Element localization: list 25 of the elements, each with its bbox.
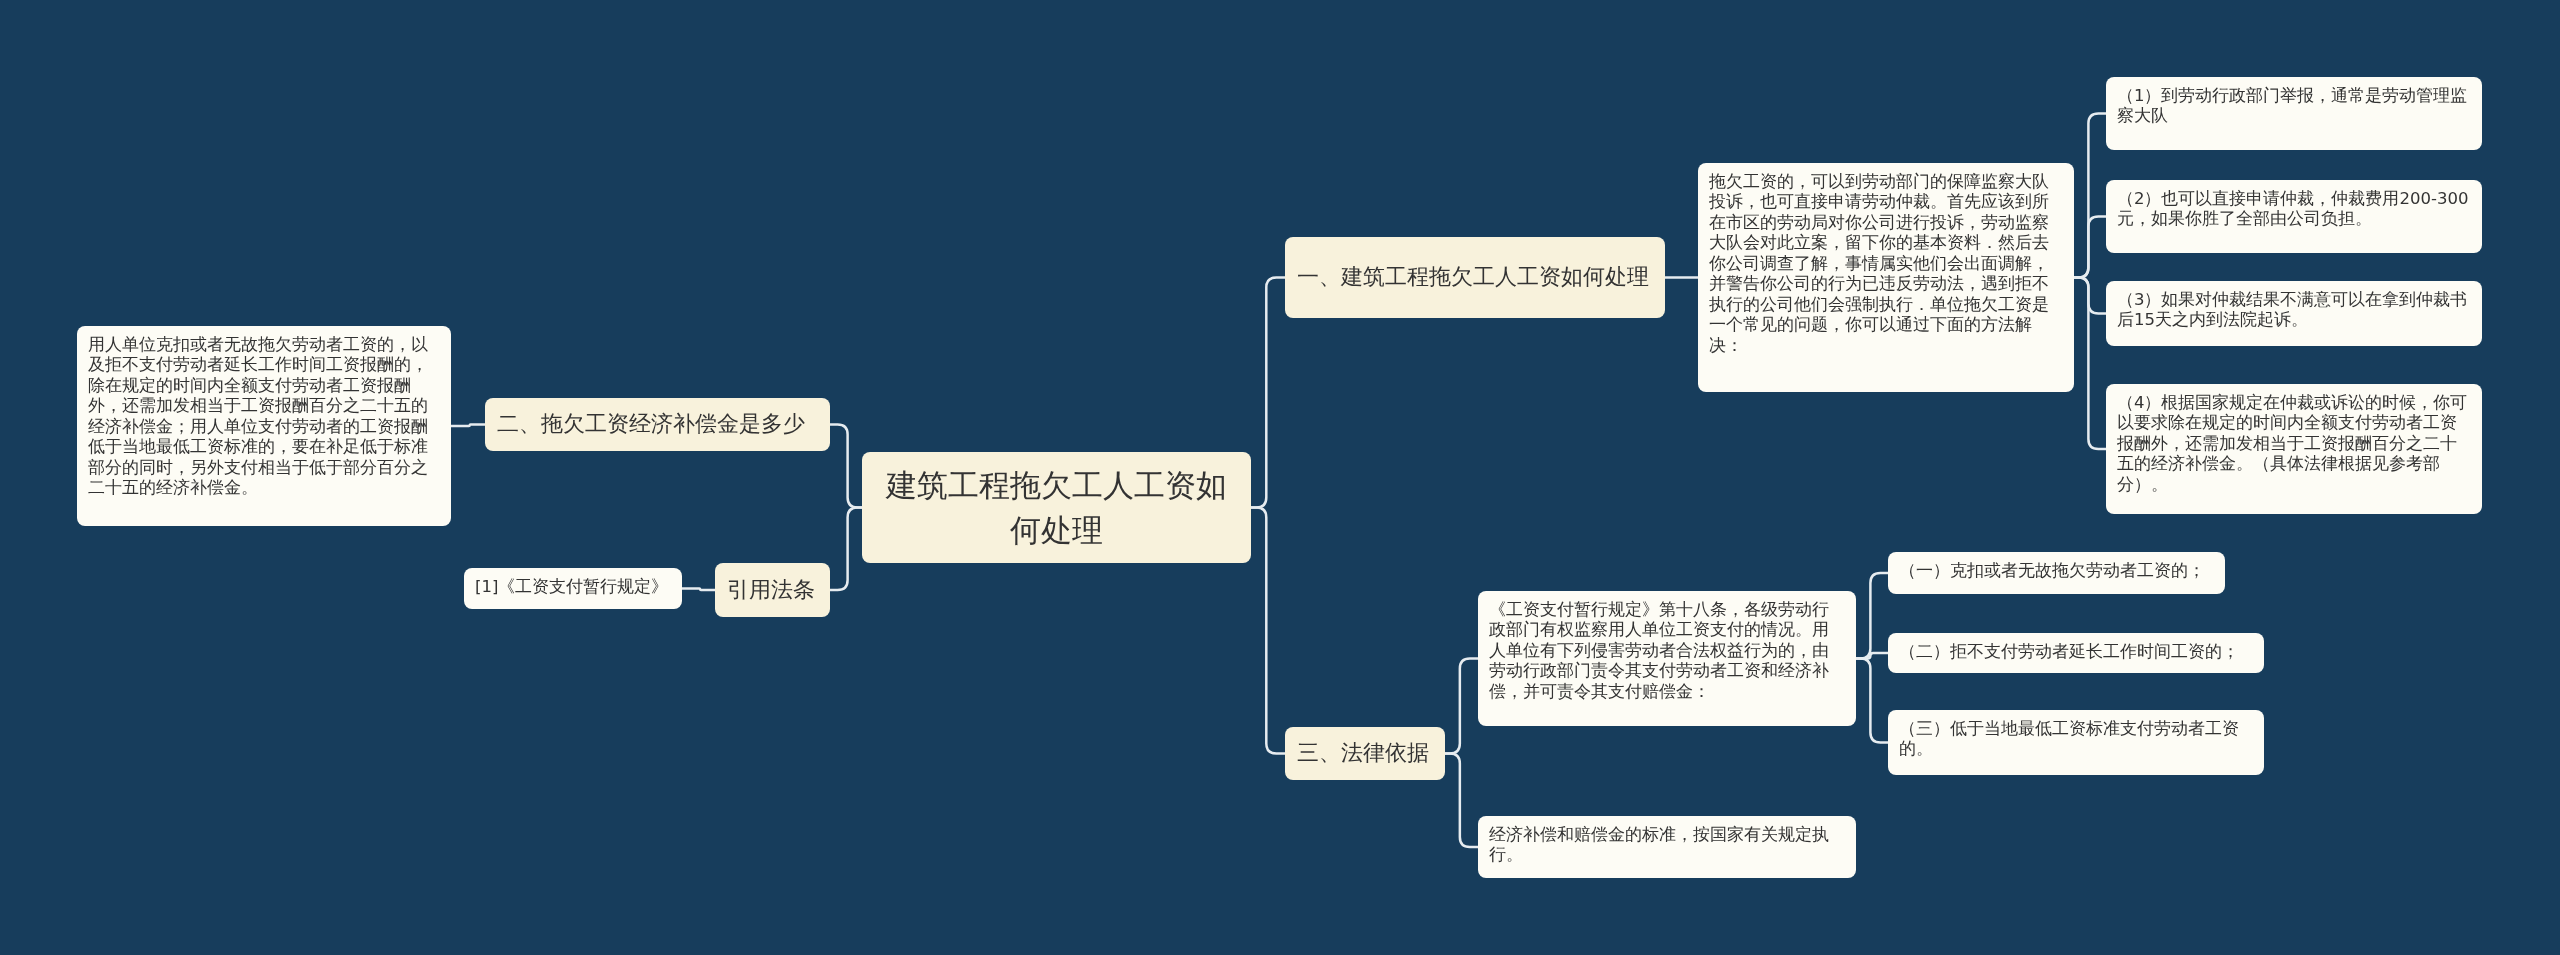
text-card: （2）也可以直接申请仲裁，仲裁费用200-300元，如果你胜了全部由公司负担。	[2106, 180, 2482, 253]
topic-box: 一、建筑工程拖欠工人工资如何处理	[1285, 237, 1665, 318]
connector-line	[1665, 276, 1698, 279]
text-card: 用人单位克扣或者无故拖欠劳动者工资的，以及拒不支付劳动者延长工作时间工资报酬的，除在规定的时间内全额支付劳动者工资报酬外，还需加发相当于工资报酬百分之二十五的经济补偿金；用人单位支付劳动者的工资报酬低于当地最低工资标准的，要在补足低于标准部分的同时，另外支付相当于低于部分百分之二十五的经济补偿金。	[77, 326, 451, 526]
text-card: （一）克扣或者无故拖欠劳动者工资的；	[1888, 552, 2225, 594]
connector-line	[1445, 752, 1478, 849]
connector-line	[1856, 657, 1888, 744]
central-topic-box: 建筑工程拖欠工人工资如何处理	[862, 452, 1251, 563]
text-card: 《工资支付暂行规定》第十八条，各级劳动行政部门有权监察用人单位工资支付的情况。用人单位有下列侵害劳动者合法权益行为的，由劳动行政部门责令其支付劳动者工资和经济补偿，并可责令其支付赔偿金：	[1478, 591, 1856, 726]
text-card: （3）如果对仲裁结果不满意可以在拿到仲裁书后15天之内到法院起诉。	[2106, 281, 2482, 346]
connector-line	[682, 587, 715, 592]
connector-line	[830, 506, 862, 592]
text-card: （4）根据国家规定在仲裁或诉讼的时候，你可以要求除在规定的时间内全额支付劳动者工资报酬外，还需加发相当于工资报酬百分之二十五的经济补偿金。（具体法律根据见参考部分）。	[2106, 384, 2482, 514]
topic-box: 引用法条	[715, 563, 830, 617]
connector-line	[2074, 276, 2106, 451]
text-card: 拖欠工资的，可以到劳动部门的保障监察大队投诉，也可直接申请劳动仲裁。首先应该到所在市区的劳动局对你公司进行投诉，劳动监察大队会对此立案，留下你的基本资料．然后去你公司调查了解，事情属实他们会出面调解，并警告你公司的行为已违反劳动法，遇到拒不执行的公司他们会强制执行．单位拖欠工资是一个常见的问题，你可以通过下面的方法解决：	[1698, 163, 2074, 392]
connector-line	[451, 423, 485, 428]
topic-box: 三、法律依据	[1285, 727, 1445, 780]
connector-line	[1251, 506, 1285, 755]
topic-box: 二、拖欠工资经济补偿金是多少	[485, 398, 830, 451]
text-card: （二）拒不支付劳动者延长工作时间工资的；	[1888, 633, 2264, 673]
text-card: （三）低于当地最低工资标准支付劳动者工资的。	[1888, 710, 2264, 775]
text-card: （1）到劳动行政部门举报，通常是劳动管理监察大队	[2106, 77, 2482, 150]
text-card: [1]《工资支付暂行规定》	[464, 568, 682, 609]
text-card: 经济补偿和赔偿金的标准，按国家有关规定执行。	[1478, 816, 1856, 878]
